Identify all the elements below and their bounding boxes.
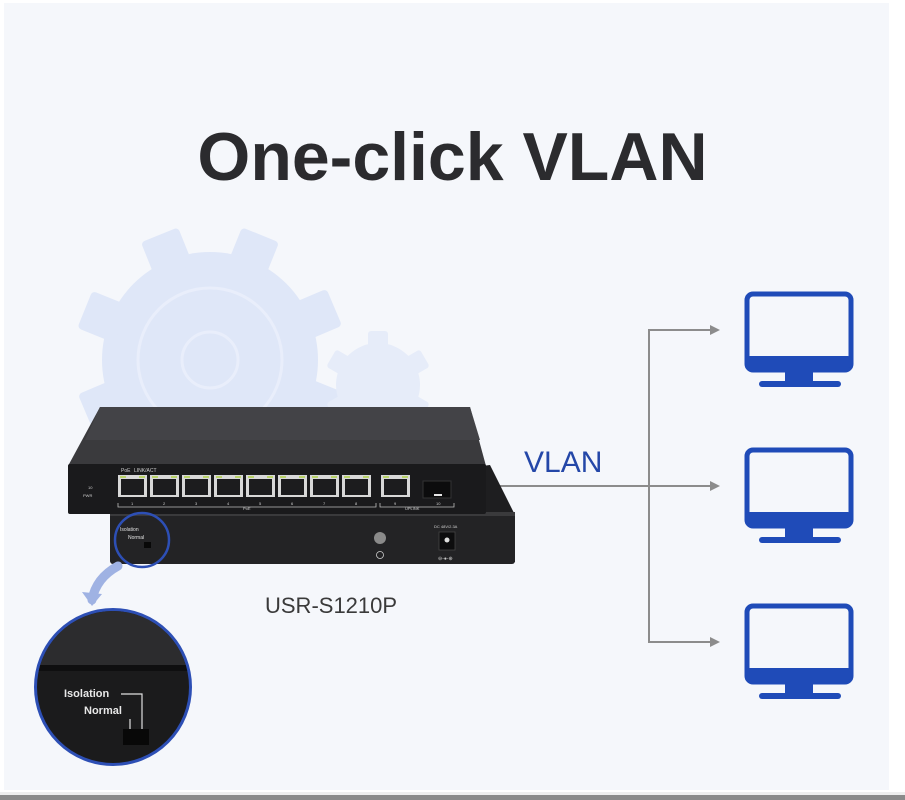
port-led — [383, 476, 389, 478]
port-led — [312, 476, 318, 478]
ethernet-port[interactable]: 2 — [150, 475, 179, 506]
led-label-linkact: LINK/ACT — [134, 468, 157, 474]
inset-leader-lines — [121, 693, 149, 745]
uplink-group-label: UPLINK — [405, 506, 420, 511]
ethernet-port[interactable]: 5 — [246, 475, 275, 506]
monitor-icon — [744, 603, 854, 699]
polarity-symbol-icon: ⊖-●-⊕ — [438, 556, 453, 562]
monitor-icon — [744, 447, 854, 543]
bottom-bar — [0, 795, 905, 800]
ground-screw — [374, 532, 386, 544]
highlight-circle — [113, 511, 171, 569]
port-led — [299, 476, 305, 478]
port-number-label: 10 — [436, 501, 441, 506]
port-led — [402, 476, 408, 478]
port-number-label: 9 — [394, 501, 397, 506]
port-number-label: 6 — [291, 501, 294, 506]
page-title: One-click VLAN — [197, 119, 708, 195]
model-label: USR-S1210P — [265, 593, 398, 618]
port-led — [171, 476, 177, 478]
switch-zoom-inset: Isolation Normal — [34, 608, 192, 766]
port-led — [184, 476, 190, 478]
power-label: DC 48V/2.3A — [434, 524, 458, 529]
port-led — [267, 476, 273, 478]
inset-device-edge — [37, 665, 189, 671]
port-number-label: 2 — [163, 501, 166, 506]
port-led — [280, 476, 286, 478]
io-label: 10 — [88, 485, 93, 490]
rear-isolation-label: Isolation — [120, 527, 139, 533]
ethernet-port[interactable]: 1 — [118, 475, 147, 506]
port-led — [344, 476, 350, 478]
ethernet-port[interactable]: 4 — [214, 475, 243, 506]
port-number-label: 4 — [227, 501, 230, 506]
port-number-label: 5 — [259, 501, 262, 506]
sfp-port[interactable] — [422, 480, 452, 499]
port-led — [139, 476, 145, 478]
port-number-label: 3 — [195, 501, 198, 506]
port-led — [331, 476, 337, 478]
ethernet-port[interactable]: 3 — [182, 475, 211, 506]
vlan-mode-switch[interactable] — [144, 542, 151, 548]
led-label-poe: PoE — [121, 468, 131, 474]
poe-group-label: PoE — [243, 506, 251, 511]
port-led — [363, 476, 369, 478]
ethernet-port[interactable]: 8 — [342, 475, 371, 506]
inset-normal-label: Normal — [84, 705, 122, 717]
inset-isolation-label: Isolation — [64, 688, 110, 700]
ethernet-port[interactable]: 6 — [278, 475, 307, 506]
port-led — [216, 476, 222, 478]
port-number-label: 8 — [355, 501, 358, 506]
port-led — [120, 476, 126, 478]
monitor-icon — [744, 291, 854, 387]
ethernet-port[interactable]: 9 — [381, 475, 410, 506]
bottom-divider — [0, 792, 905, 795]
port-led — [248, 476, 254, 478]
inset-mode-switch[interactable] — [123, 729, 149, 745]
port-led — [152, 476, 158, 478]
ground-symbol-icon — [376, 551, 384, 559]
vlan-label: VLAN — [524, 446, 603, 479]
port-led — [203, 476, 209, 478]
ethernet-port[interactable]: 7 — [310, 475, 339, 506]
rear-normal-label: Normal — [128, 535, 144, 541]
inset-device-top — [37, 611, 189, 665]
port-led — [235, 476, 241, 478]
ethernet-ports: 1 2 3 4 5 6 7 8 9 10 — [118, 475, 441, 506]
port-number-label: 7 — [323, 501, 326, 506]
port-number-label: 1 — [131, 501, 134, 506]
pwr-label: PWR — [83, 493, 92, 498]
